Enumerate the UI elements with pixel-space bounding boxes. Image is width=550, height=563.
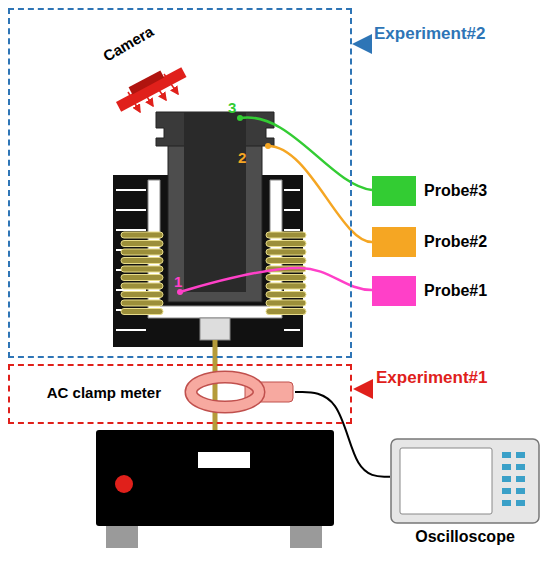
camera: Camera (92, 32, 192, 122)
probe-label: Probe#2 (424, 233, 487, 251)
feed-tube (213, 340, 218, 432)
experiment-region: Experiment#1AC clamp meter (8, 364, 352, 424)
power-unit (96, 430, 334, 548)
oscilloscope: Oscilloscope (390, 438, 540, 524)
probe-wire (268, 146, 372, 242)
experiment-region-label: Experiment#1 (376, 368, 488, 388)
experiment-region: Experiment#2Camera (8, 8, 352, 358)
cable (295, 392, 390, 477)
probe-wire (180, 268, 372, 292)
callout-number: 3 (228, 100, 236, 115)
liner-stem (200, 318, 230, 340)
probe: Probe#3 (372, 176, 416, 206)
oscilloscope-label: Oscilloscope (415, 528, 515, 546)
probe-wire (240, 117, 372, 190)
experiment-region-label: Experiment#2 (374, 24, 486, 44)
callout-number: 2 (238, 150, 246, 165)
oscilloscope-shape (390, 438, 540, 524)
clamp-meter: AC clamp meter (167, 372, 295, 412)
clamp-meter-shape (167, 372, 295, 412)
probe-point (177, 289, 183, 295)
probe-label: Probe#3 (424, 182, 487, 200)
clamp-meter-label: AC clamp meter (47, 384, 161, 401)
probe: Probe#1 (372, 276, 416, 306)
pointer-arrow (357, 388, 370, 390)
probe: Probe#2 (372, 227, 416, 257)
camera-label: Camera (100, 22, 156, 64)
probe-label: Probe#1 (424, 282, 487, 300)
probe-point (265, 143, 271, 149)
callout-number: 1 (174, 274, 182, 289)
probe-point (237, 115, 243, 121)
pointer-arrow (356, 43, 372, 45)
